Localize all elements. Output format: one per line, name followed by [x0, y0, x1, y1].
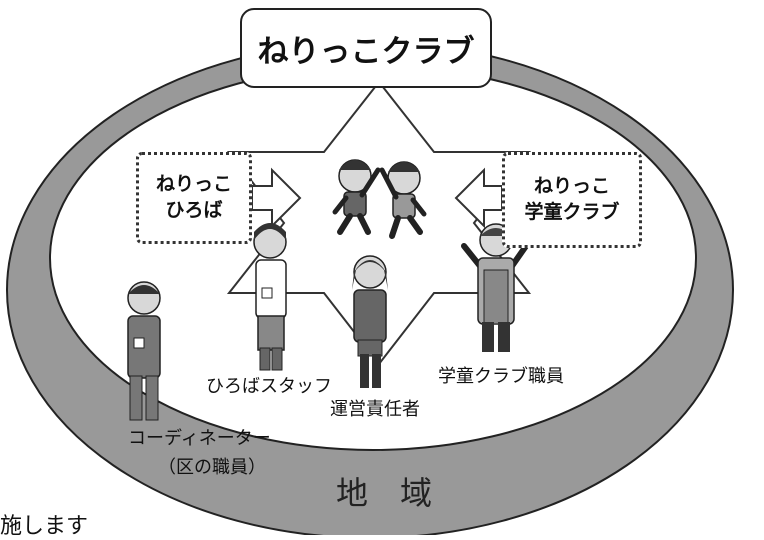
coordinator-label-line2: （区の職員）: [158, 457, 266, 478]
hiroba-box: ねりっこ ひろば: [136, 152, 252, 244]
title-text: ねりっこクラブ: [257, 33, 475, 70]
hiroba-staff-label: ひろばスタッフ: [206, 376, 332, 397]
area-label: 地 域: [336, 474, 433, 512]
manager-label: 運営責任者: [330, 399, 420, 420]
kids-illustration: [332, 159, 427, 239]
bottom-text: 施します: [0, 514, 89, 539]
hiroba-box-line1: ねりっこ: [155, 173, 232, 196]
hiroba-staff-figure: [253, 223, 287, 371]
gakudo-box-line1: ねりっこ: [533, 175, 610, 198]
left-arrow: [251, 167, 302, 229]
right-arrow: [454, 167, 503, 229]
manager-figure: [352, 255, 388, 388]
title-box: ねりっこクラブ: [240, 8, 492, 88]
gakudo-staff-label: 学童クラブ職員: [438, 366, 564, 387]
gakudo-box: ねりっこ 学童クラブ: [502, 152, 642, 248]
coordinator-label-line1: コーディネーター: [128, 428, 271, 449]
coordinator-figure: [127, 281, 161, 421]
gakudo-box-line2: 学童クラブ: [524, 201, 620, 223]
hiroba-box-line2: ひろば: [165, 199, 223, 221]
